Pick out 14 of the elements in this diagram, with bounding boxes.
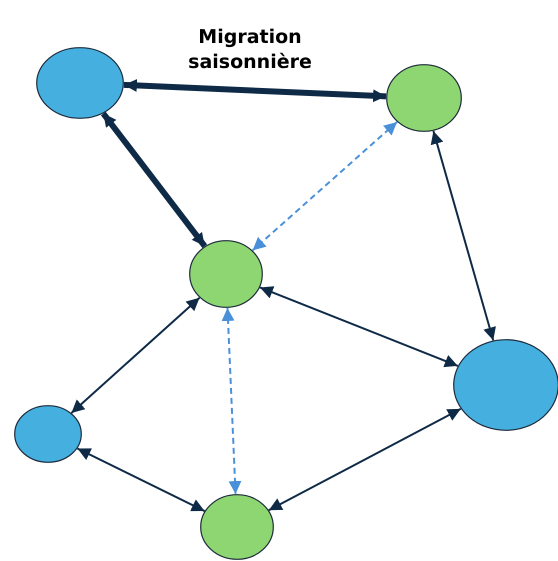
ellipse-node: [14, 405, 82, 463]
arrow: [222, 308, 242, 494]
arrow: [252, 121, 398, 252]
arrow: [260, 286, 458, 368]
ellipse-node: [200, 494, 274, 560]
arrow: [70, 297, 200, 414]
arrow: [77, 448, 206, 512]
arrow: [268, 408, 462, 512]
arrow: [100, 112, 208, 248]
ellipse-node: [36, 47, 124, 119]
ellipse-node: [189, 240, 263, 308]
arrow: [430, 130, 496, 341]
ellipse-node: [386, 64, 462, 132]
arrow: [124, 79, 386, 102]
